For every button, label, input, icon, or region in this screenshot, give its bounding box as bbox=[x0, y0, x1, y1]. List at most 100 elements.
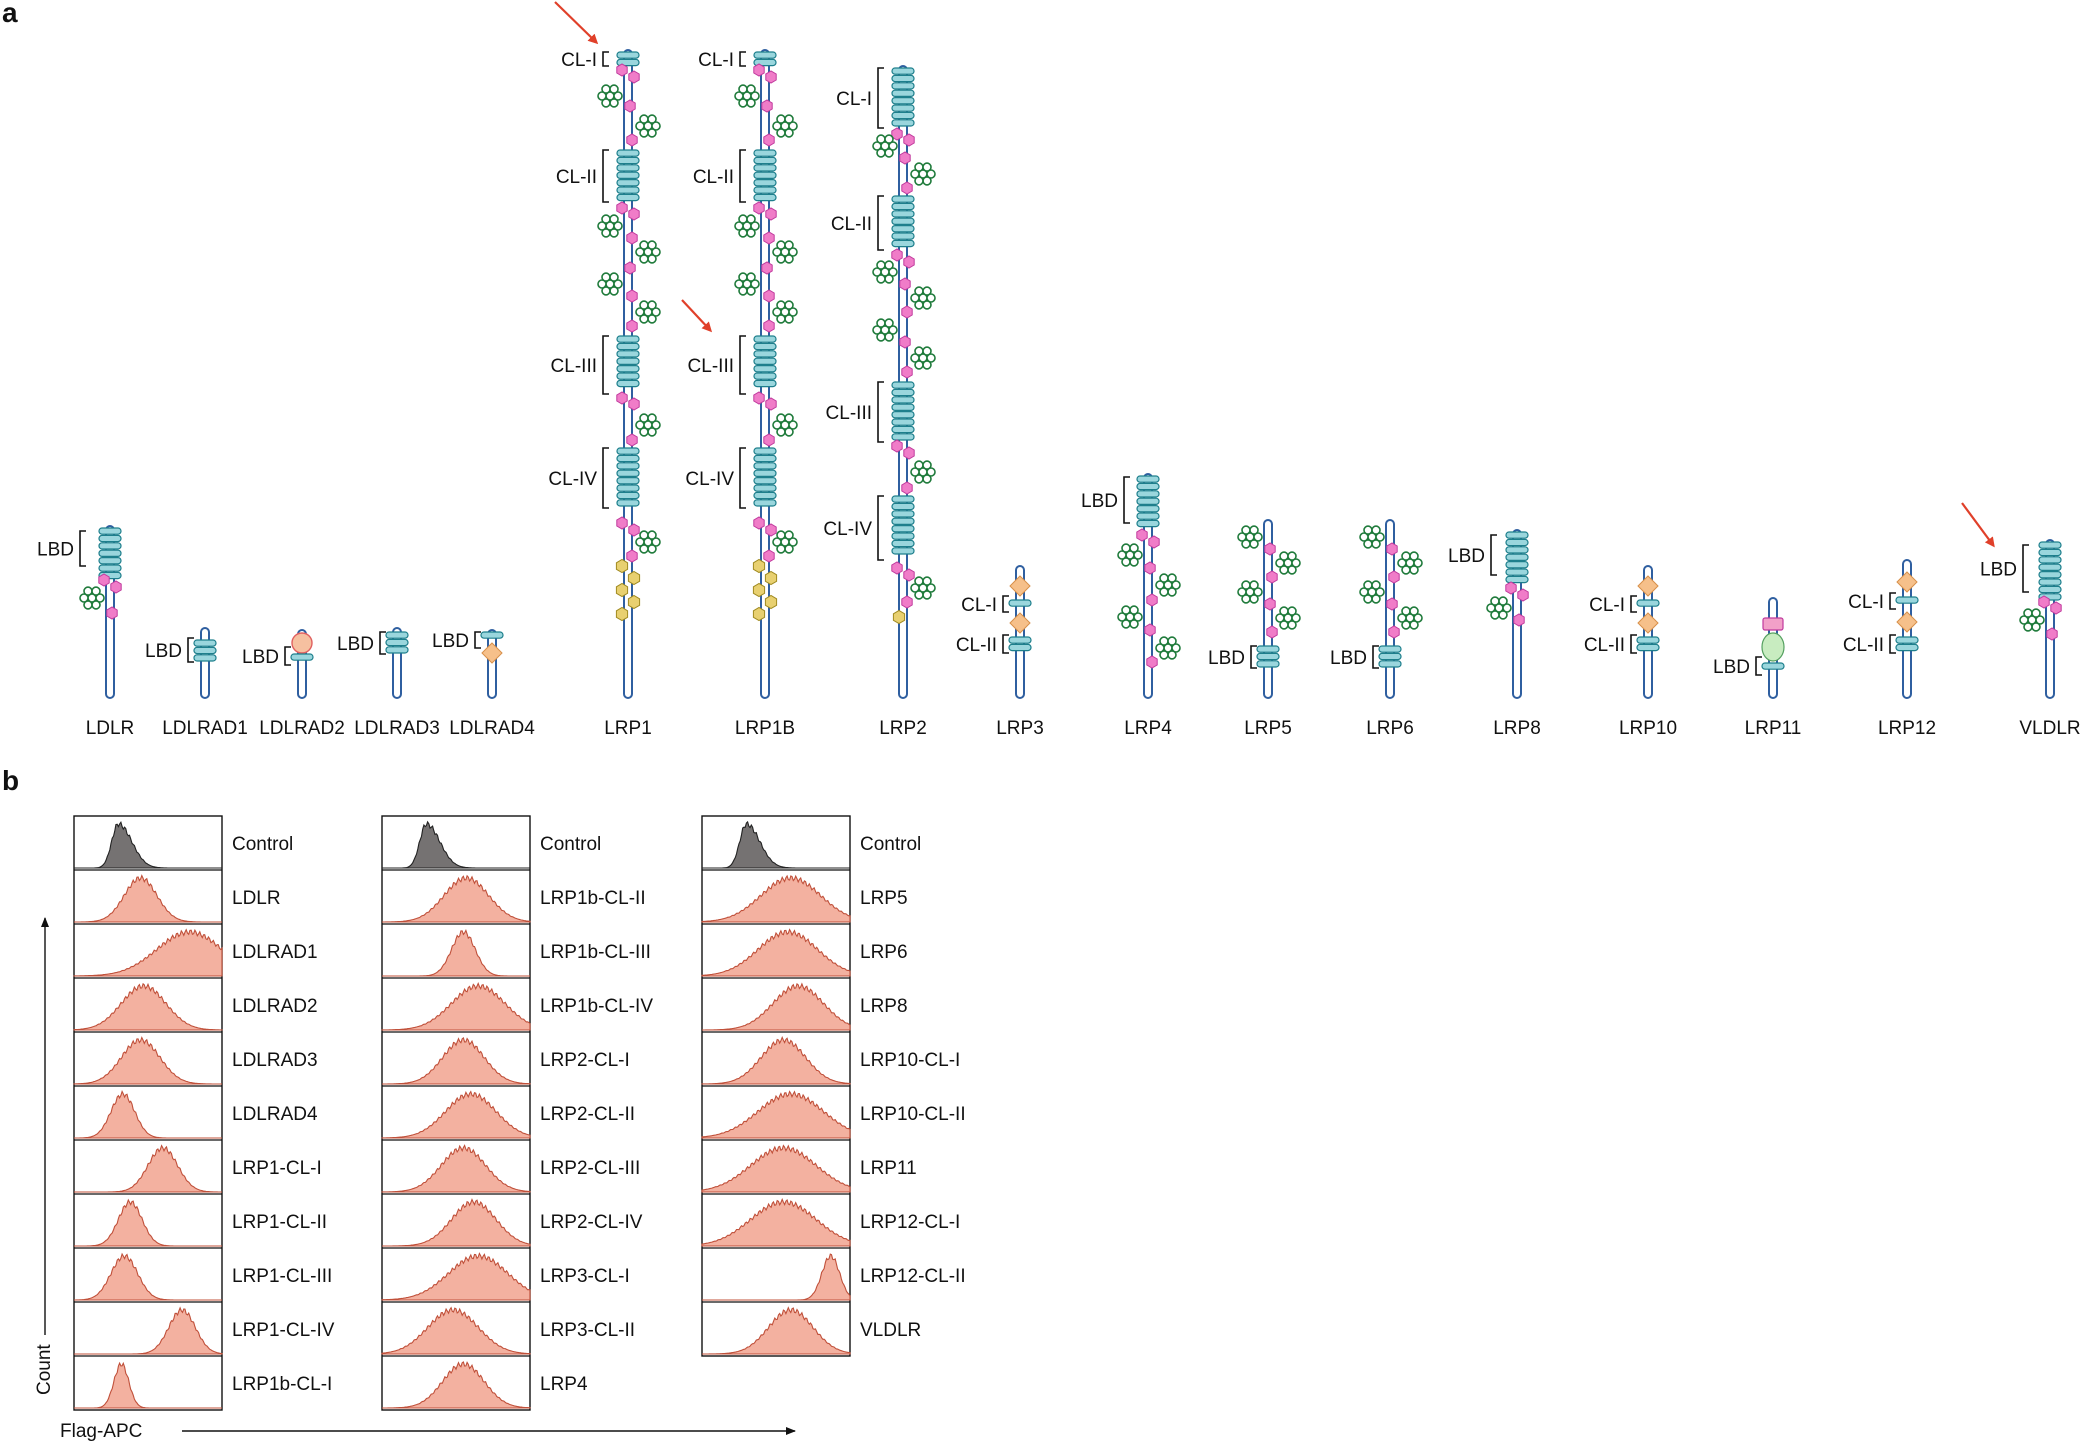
ligand-binding-repeat bbox=[891, 502, 915, 511]
histogram-label: LDLRAD4 bbox=[232, 1104, 318, 1125]
histogram-label: LRP6 bbox=[860, 942, 908, 963]
domain-bracket bbox=[877, 381, 884, 443]
egf-module bbox=[1388, 625, 1400, 639]
ligand-binding-repeat bbox=[891, 425, 915, 434]
ligand-binding-repeat bbox=[891, 510, 915, 518]
ligand-binding-repeat bbox=[616, 156, 640, 165]
domain-label: CL-II bbox=[831, 214, 872, 235]
egf-module bbox=[753, 391, 765, 405]
ligand-binding-repeat bbox=[1636, 643, 1660, 652]
egf-module bbox=[765, 397, 777, 411]
domain-bracket bbox=[602, 149, 609, 203]
ligand-binding-repeat bbox=[616, 179, 640, 187]
panel-b-letter: b bbox=[2, 765, 19, 796]
egf-like-module bbox=[615, 558, 629, 574]
domain-bracket bbox=[739, 51, 746, 67]
histogram-row: LDLRAD4 bbox=[74, 1085, 318, 1139]
beta-propeller bbox=[910, 460, 936, 484]
egf-module bbox=[2050, 601, 2062, 615]
ligand-binding-repeat bbox=[1505, 560, 1529, 569]
ligand-binding-repeat bbox=[1505, 575, 1529, 584]
beta-propeller bbox=[772, 530, 798, 554]
egf-module bbox=[899, 151, 911, 165]
protein-name: LRP5 bbox=[1244, 718, 1292, 739]
ligand-binding-repeat bbox=[616, 491, 640, 500]
beta-propeller bbox=[1237, 525, 1263, 549]
sample-histogram bbox=[381, 981, 531, 1031]
histogram-row: LRP1b-CL-II bbox=[382, 869, 646, 923]
ligand-binding-repeat bbox=[891, 202, 915, 211]
sample-histogram bbox=[73, 1036, 222, 1085]
histogram-label: Control bbox=[860, 834, 921, 855]
egf-module bbox=[1266, 625, 1278, 639]
receptor-lrp12: CL-ICL-II bbox=[1843, 559, 1919, 699]
sample-histogram bbox=[382, 1361, 531, 1409]
beta-propeller bbox=[734, 84, 760, 108]
ligand-binding-repeat bbox=[616, 462, 640, 470]
egf-module bbox=[616, 391, 628, 405]
egf-module bbox=[903, 446, 915, 460]
histogram-label: LRP2-CL-I bbox=[540, 1050, 630, 1071]
sample-histogram bbox=[382, 874, 531, 923]
egf-module bbox=[891, 127, 903, 141]
ligand-binding-repeat bbox=[385, 646, 409, 654]
domain-label: CL-I bbox=[1589, 595, 1625, 616]
egf-module bbox=[901, 305, 913, 319]
protein-name: LDLR bbox=[86, 718, 135, 739]
ligand-binding-repeat bbox=[1256, 652, 1280, 661]
ligand-binding-repeat bbox=[753, 164, 777, 172]
protein-name: LDLRAD4 bbox=[449, 718, 535, 739]
ligand-binding-repeat bbox=[1761, 662, 1785, 670]
receptor-lrp8: LBD bbox=[1448, 529, 1529, 699]
histogram-row: Control bbox=[382, 820, 601, 869]
histogram-column: ControlLDLRLDLRAD1LDLRAD2LDLRAD3LDLRAD4L… bbox=[73, 815, 335, 1411]
histogram-row: LDLRAD3 bbox=[73, 1031, 318, 1085]
ligand-binding-repeat bbox=[98, 534, 122, 543]
egf-module bbox=[626, 319, 638, 333]
ligand-binding-repeat bbox=[891, 547, 915, 555]
domain-bracket bbox=[1250, 645, 1257, 669]
domain-bracket bbox=[1002, 634, 1009, 654]
sample-histogram bbox=[74, 1144, 222, 1193]
beta-propeller bbox=[1237, 580, 1263, 604]
ligand-binding-repeat bbox=[1136, 482, 1160, 491]
domain-bracket bbox=[602, 447, 609, 509]
domain-bracket bbox=[877, 495, 884, 561]
beta-propeller bbox=[1359, 580, 1385, 604]
ligand-binding-repeat bbox=[616, 342, 640, 351]
egf-module bbox=[763, 231, 775, 245]
egf-module bbox=[628, 397, 640, 411]
egf-module bbox=[1144, 623, 1156, 637]
domain-bracket bbox=[739, 149, 746, 203]
domain-bracket bbox=[602, 51, 609, 67]
domain-label: CL-I bbox=[1848, 592, 1884, 613]
ligand-binding-repeat bbox=[1136, 475, 1160, 483]
ligand-binding-repeat bbox=[616, 164, 640, 172]
egf-module bbox=[761, 261, 773, 275]
domain-label: CL-II bbox=[556, 167, 597, 188]
ligand-binding-repeat bbox=[753, 469, 777, 478]
histogram-label: Control bbox=[232, 834, 293, 855]
beta-propeller bbox=[1155, 573, 1181, 597]
egf-module bbox=[1386, 597, 1398, 611]
ligand-binding-repeat bbox=[891, 381, 915, 389]
domain-bracket bbox=[1123, 476, 1130, 524]
pkd-domain bbox=[1761, 632, 1785, 662]
receptor-ldlrad3: LBD bbox=[337, 627, 409, 699]
ligand-binding-repeat bbox=[1378, 660, 1402, 668]
ligand-binding-repeat bbox=[98, 527, 122, 535]
protein-name: VLDLR bbox=[2019, 718, 2080, 739]
egf-module bbox=[765, 70, 777, 84]
egf-module bbox=[1266, 570, 1278, 584]
cub-domain bbox=[1637, 575, 1659, 597]
domain-bracket bbox=[187, 637, 194, 663]
histogram-row: LRP12-CL-II bbox=[702, 1247, 966, 1301]
ligand-binding-repeat bbox=[753, 156, 777, 165]
protein-name: LRP6 bbox=[1366, 718, 1414, 739]
beta-propeller bbox=[1275, 606, 1301, 630]
egf-module bbox=[98, 573, 110, 587]
egf-module bbox=[626, 289, 638, 303]
ligand-binding-repeat bbox=[616, 447, 640, 455]
egf-module bbox=[2038, 595, 2050, 609]
beta-propeller bbox=[910, 286, 936, 310]
